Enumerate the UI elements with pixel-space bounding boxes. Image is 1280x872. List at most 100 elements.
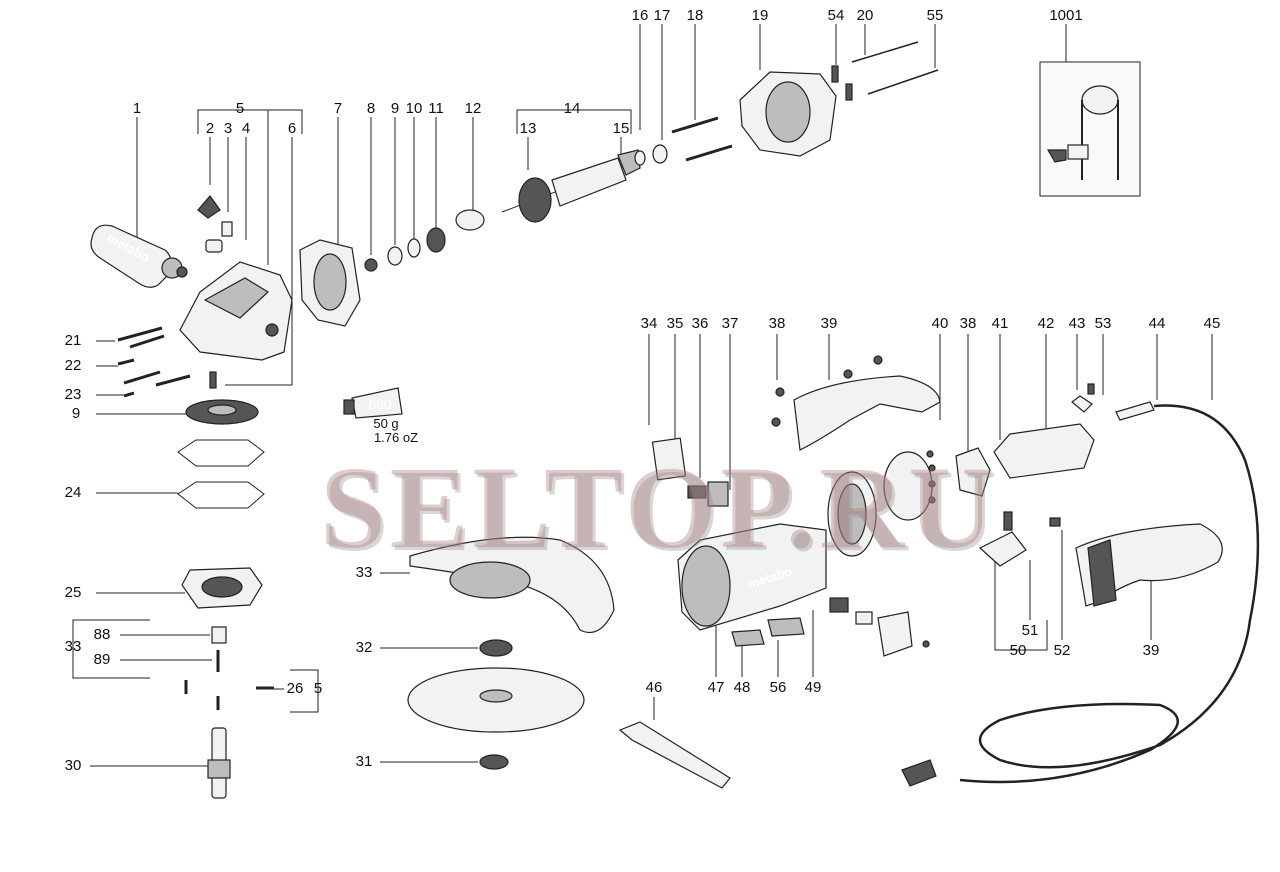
callout-35: 35 — [666, 315, 684, 332]
callout-24: 24 — [64, 484, 82, 501]
callout-19: 19 — [751, 7, 769, 24]
callout-11: 11 — [428, 100, 444, 117]
leader-lines — [72, 24, 1213, 767]
callout-43: 43 — [1068, 315, 1086, 332]
callout-23: 23 — [64, 386, 82, 403]
part-46-pin-spanner — [618, 721, 731, 789]
callout-22: 22 — [64, 357, 82, 374]
part-20-54-55-wires — [831, 41, 939, 101]
callout-6: 6 — [287, 120, 297, 137]
callout-88: 88 — [93, 626, 111, 643]
part-brush-holders — [829, 597, 930, 657]
part-30-spindle — [207, 727, 231, 799]
callout-33b: 33 — [355, 564, 373, 581]
callout-40: 40 — [931, 315, 949, 332]
callout-4: 4 — [241, 120, 251, 137]
part-25-spindle-flange — [181, 567, 263, 609]
part-49-fan-ring — [827, 471, 877, 557]
callout-30: 30 — [64, 757, 82, 774]
callout-15: 15 — [612, 120, 630, 137]
callout-17: 17 — [653, 7, 671, 24]
callout-7: 7 — [333, 100, 343, 117]
callout-38a: 38 — [768, 315, 786, 332]
callout-36: 36 — [691, 315, 709, 332]
part-43-53 — [1071, 383, 1095, 413]
callout-31: 31 — [355, 753, 373, 770]
callout-89: 89 — [93, 651, 111, 668]
part-50-51-52 — [978, 511, 1061, 567]
grease-code: 880 — [368, 396, 392, 412]
callout-12: 12 — [464, 100, 482, 117]
part-32-flange — [479, 639, 513, 657]
callout-53: 53 — [1094, 315, 1112, 332]
grease-weight-oz: 1.76 oZ — [373, 430, 419, 445]
callout-42: 42 — [1037, 315, 1055, 332]
part-5-gear-housing — [179, 261, 293, 361]
callout-47: 47 — [707, 679, 725, 696]
part-42-switch-assembly — [993, 423, 1095, 479]
part-1001-wiring-inset — [1039, 61, 1141, 197]
part-34-37-brush-parts — [651, 437, 729, 507]
callout-13: 13 — [519, 120, 537, 137]
callout-50: 50 — [1009, 642, 1027, 659]
callout-9: 9 — [390, 100, 400, 117]
part-21-23-screws — [117, 326, 217, 398]
callout-2: 2 — [205, 120, 215, 137]
part-24-gaskets — [177, 439, 265, 509]
part-1-side-handle — [90, 224, 188, 288]
callout-8: 8 — [366, 100, 376, 117]
callout-54: 54 — [827, 7, 845, 24]
callout-9b: 9 — [71, 405, 81, 422]
callout-56: 56 — [769, 679, 787, 696]
callout-52: 52 — [1053, 642, 1071, 659]
callout-5: 5 — [235, 100, 245, 117]
callout-45: 45 — [1203, 315, 1221, 332]
callout-1: 1 — [132, 100, 142, 117]
part-44-45-power-cable — [901, 401, 1260, 787]
callout-14: 14 — [563, 100, 581, 117]
callout-20: 20 — [856, 7, 874, 24]
part-88-89-26 — [184, 626, 274, 710]
callout-48: 48 — [733, 679, 751, 696]
callout-51: 51 — [1021, 622, 1039, 639]
callout-3: 3 — [223, 120, 233, 137]
callout-16: 16 — [631, 7, 649, 24]
part-8-12-bearings — [364, 209, 485, 272]
callout-39a: 39 — [820, 315, 838, 332]
callout-1001: 1001 — [1049, 7, 1083, 24]
part-47-motor-housing — [677, 523, 827, 631]
callout-39b: 39 — [1142, 642, 1160, 659]
part-16-17-18 — [634, 116, 733, 166]
callout-49: 49 — [804, 679, 822, 696]
part-grease-tube — [343, 387, 403, 419]
part-38-40-41 — [883, 447, 991, 521]
part-39-housing-upper — [771, 355, 941, 451]
part-48-56-labels — [731, 617, 805, 647]
part-7-bearing-flange — [299, 239, 361, 327]
part-9-bevel-gear — [185, 399, 259, 425]
part-33-wheel-guard — [409, 536, 615, 634]
grease-weight: 50 g — [373, 416, 399, 431]
part-13-armature — [501, 149, 641, 223]
callout-46: 46 — [645, 679, 663, 696]
watermark: SELTOP.RU — [320, 442, 998, 573]
part-2-3-4-small-parts — [197, 195, 233, 253]
part-grinding-disc — [407, 667, 585, 733]
callout-34: 34 — [640, 315, 658, 332]
callout-25: 25 — [64, 584, 82, 601]
callout-18: 18 — [686, 7, 704, 24]
callout-10: 10 — [405, 100, 423, 117]
callout-5b: 5 — [313, 680, 323, 697]
callout-37: 37 — [721, 315, 739, 332]
callout-21: 21 — [64, 332, 82, 349]
part-19-stator — [739, 71, 837, 157]
callout-33a: 33 — [64, 638, 82, 655]
callout-26: 26 — [286, 680, 304, 697]
callout-41: 41 — [991, 315, 1009, 332]
callout-32: 32 — [355, 639, 373, 656]
part-31-clamping-nut — [479, 754, 509, 770]
callout-44: 44 — [1148, 315, 1166, 332]
callout-38b: 38 — [959, 315, 977, 332]
